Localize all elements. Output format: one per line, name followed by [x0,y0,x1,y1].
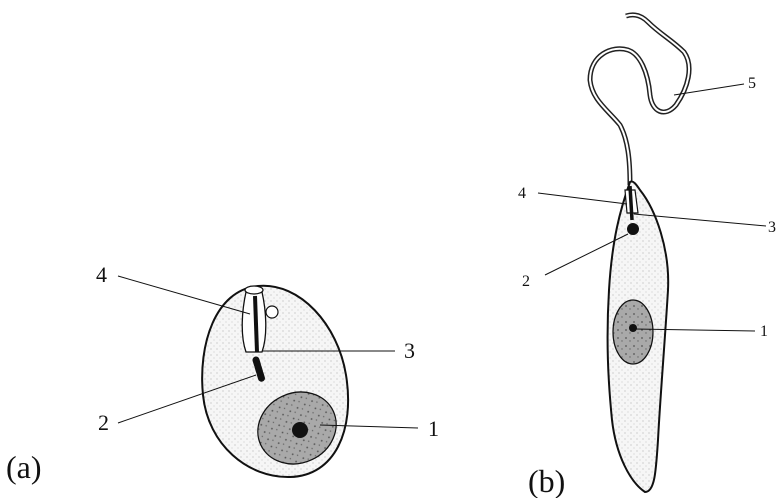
label-b-5: 5 [748,75,756,92]
label-b-4: 4 [518,185,526,202]
vacuole-a [266,306,278,318]
label-a-1: 1 [428,416,439,441]
flagellum-b-base [630,186,632,220]
panel-a: 4 3 2 1 (a) [6,262,439,485]
pocket-opening-a [245,286,263,294]
nucleolus-a [292,422,308,438]
label-a-3: 3 [404,338,415,363]
label-a-4: 4 [96,262,107,287]
leader-b-4 [538,193,627,204]
flagellum-b [590,15,689,185]
kinetoplast-b [627,223,639,235]
caption-a: (a) [6,449,42,485]
label-b-3: 3 [768,219,776,236]
leader-a-4 [118,276,250,314]
panel-b: 5 4 3 2 1 (b) [518,15,776,498]
label-a-2: 2 [98,410,109,435]
nucleolus-b [629,324,637,332]
label-b-2: 2 [522,273,530,290]
flagellum-a [255,296,257,352]
label-b-1: 1 [760,323,768,340]
caption-b: (b) [528,463,565,498]
